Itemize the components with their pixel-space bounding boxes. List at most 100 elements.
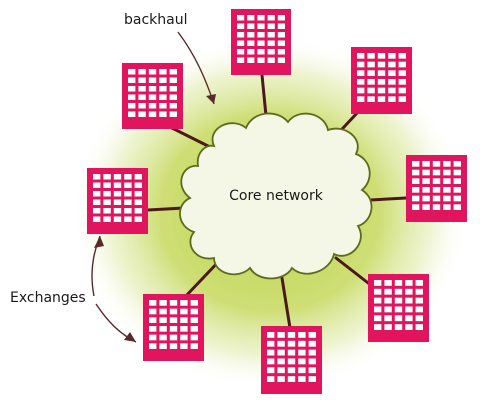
building-window — [374, 324, 382, 330]
building-window — [148, 103, 157, 109]
building-window — [113, 208, 122, 214]
building-window — [398, 70, 406, 76]
building-window — [443, 195, 451, 202]
building-window — [267, 40, 275, 46]
building-window — [308, 358, 316, 365]
building-window — [443, 169, 451, 176]
building-window — [257, 15, 265, 21]
building-window — [432, 195, 441, 202]
building-window — [113, 199, 122, 205]
exchange-bottom — [261, 326, 322, 394]
building-window — [377, 96, 386, 102]
exchange-bottom-right — [368, 274, 429, 342]
building-window — [394, 288, 403, 295]
building-window — [357, 70, 365, 76]
building-window — [134, 174, 142, 180]
exchange-bottom-left — [143, 294, 204, 361]
building-window — [357, 96, 365, 102]
building-window — [405, 297, 413, 304]
building-window — [398, 79, 406, 85]
building-window — [138, 77, 146, 83]
building-window — [180, 317, 188, 323]
building-window — [267, 32, 275, 38]
building-window — [398, 87, 406, 94]
arrow-head-icon — [206, 94, 216, 104]
building-window — [412, 187, 420, 193]
building-window — [128, 103, 136, 109]
building-window — [267, 340, 275, 347]
building-window — [374, 306, 382, 313]
building-window — [159, 77, 167, 83]
building-window — [267, 376, 275, 382]
building-window — [453, 204, 461, 210]
building-window — [93, 182, 101, 188]
building-window — [190, 317, 198, 323]
building-window — [357, 87, 365, 94]
backhaul-label: backhaul — [124, 12, 188, 28]
building-window — [277, 32, 285, 38]
building-window — [412, 178, 420, 184]
building-window — [267, 349, 275, 356]
building-window — [134, 208, 142, 214]
building-window — [169, 300, 178, 306]
building-window — [443, 178, 451, 184]
building-window — [267, 15, 275, 21]
core-network-label: Core network — [229, 188, 324, 204]
building-window — [453, 178, 461, 184]
building-window — [422, 161, 430, 167]
building-window — [159, 86, 167, 92]
building-window — [159, 308, 167, 315]
building-window — [298, 358, 306, 365]
building-window — [103, 208, 111, 214]
building-window — [394, 297, 403, 304]
building-window — [377, 87, 386, 94]
building-window — [237, 32, 245, 38]
building-window — [159, 300, 167, 306]
building-window — [388, 70, 396, 76]
building-window — [169, 86, 177, 92]
building-window — [405, 315, 413, 322]
building-window — [422, 195, 430, 202]
building-window — [287, 340, 296, 347]
building-window — [298, 376, 306, 382]
building-window — [103, 199, 111, 205]
building-window — [374, 288, 382, 295]
building-window — [367, 61, 375, 68]
building-window — [148, 86, 157, 92]
building-window — [148, 111, 157, 117]
building-window — [298, 349, 306, 356]
building-window — [367, 96, 375, 102]
building-window — [374, 297, 382, 304]
building-window — [308, 332, 316, 338]
building-window — [412, 204, 420, 210]
building-window — [257, 32, 265, 38]
building-window — [415, 324, 423, 330]
building-window — [128, 69, 136, 75]
building-window — [388, 79, 396, 85]
building-window — [257, 40, 265, 46]
building-window — [398, 53, 406, 59]
building-window — [405, 324, 413, 330]
building-window — [149, 308, 157, 315]
building-window — [169, 334, 178, 341]
building-window — [257, 23, 265, 29]
building-window — [169, 77, 177, 83]
building-window — [308, 340, 316, 347]
building-window — [148, 77, 157, 83]
building-window — [180, 343, 188, 349]
building-window — [159, 334, 167, 341]
building-window — [128, 86, 136, 92]
arrow-head-icon — [124, 332, 136, 342]
building-window — [405, 280, 413, 286]
building-window — [405, 288, 413, 295]
building-window — [287, 376, 296, 382]
building-window — [453, 161, 461, 167]
building-window — [257, 49, 265, 55]
building-window — [298, 332, 306, 338]
building-window — [367, 87, 375, 94]
building-window — [149, 300, 157, 306]
building-window — [237, 15, 245, 21]
building-window — [190, 308, 198, 315]
building-window — [384, 324, 392, 330]
building-window — [377, 53, 386, 59]
